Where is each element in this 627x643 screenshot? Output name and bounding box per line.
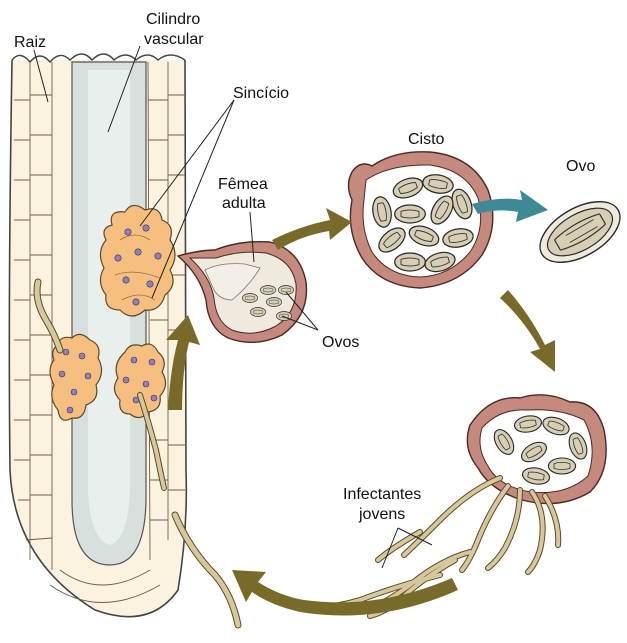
label-cilindro-line1: Cilindro: [146, 11, 200, 28]
label-infectantes-line1: Infectantes: [343, 486, 421, 503]
cyst: [349, 152, 493, 288]
label-ovos: Ovos: [322, 334, 359, 351]
label-cisto: Cisto: [408, 131, 445, 148]
adult-female: [178, 242, 307, 343]
label-raiz: Raiz: [14, 34, 46, 51]
syncytium-upper: [100, 205, 175, 316]
label-infectantes-line2: jovens: [358, 506, 405, 523]
arrow-cyst-to-hatching: [500, 290, 555, 372]
label-cilindro-line2: vascular: [144, 31, 204, 48]
syncytium-lower-right: [114, 344, 165, 418]
single-egg: [530, 189, 627, 275]
label-ovo: Ovo: [566, 158, 595, 175]
arrow-female-to-cyst: [272, 208, 352, 250]
root: [9, 54, 186, 617]
label-femea-line2: adulta: [222, 195, 266, 212]
label-femea-line1: Fêmea: [218, 176, 268, 193]
label-sincicio: Sincício: [233, 85, 289, 102]
